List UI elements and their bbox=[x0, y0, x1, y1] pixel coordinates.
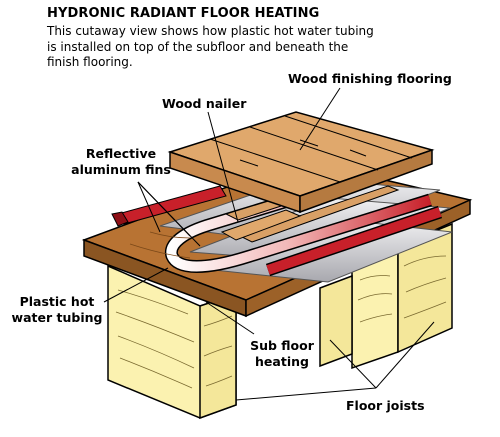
label-reflective-fins: Reflective aluminum fins bbox=[48, 146, 194, 178]
floor-joist-back bbox=[351, 222, 453, 370]
floor-joist-front bbox=[107, 264, 237, 420]
label-plastic-tubing-line2: water tubing bbox=[11, 310, 103, 325]
floor-joist-middle bbox=[319, 274, 353, 368]
diagram-title: HYDRONIC RADIANT FLOOR HEATING bbox=[47, 6, 320, 21]
tube-inlet bbox=[111, 185, 227, 227]
label-floor-joists: Floor joists bbox=[346, 398, 425, 413]
finish-flooring bbox=[167, 111, 435, 241]
label-plastic-tubing: Plastic hot water tubing bbox=[2, 294, 112, 326]
label-sub-floor-heating: Sub floor heating bbox=[232, 338, 332, 370]
leader-lines bbox=[103, 87, 435, 401]
label-plastic-tubing-line1: Plastic hot bbox=[19, 294, 95, 309]
label-sub-floor-line2: heating bbox=[255, 354, 309, 369]
label-wood-finishing-flooring: Wood finishing flooring bbox=[288, 71, 452, 86]
label-sub-floor-line1: Sub floor bbox=[250, 338, 314, 353]
label-reflective-fins-line1: Reflective bbox=[85, 146, 157, 161]
label-reflective-fins-line2: aluminum fins bbox=[71, 162, 171, 177]
label-wood-nailer: Wood nailer bbox=[162, 96, 247, 111]
plastic-tubing-loop bbox=[164, 181, 443, 277]
diagram-caption: This cutaway view shows how plastic hot … bbox=[47, 24, 374, 69]
